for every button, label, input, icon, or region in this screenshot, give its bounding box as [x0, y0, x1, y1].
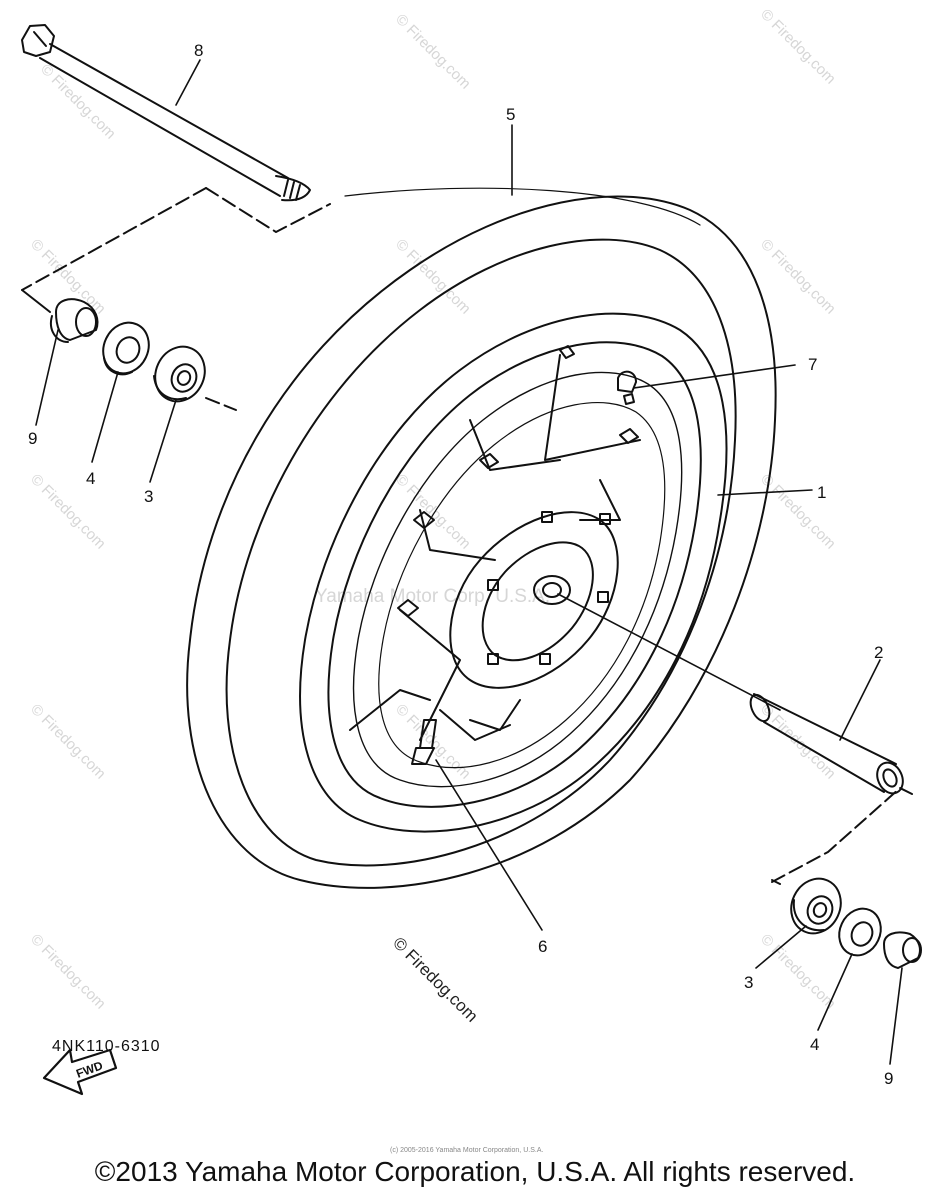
left-oil-seal-part [102, 321, 150, 376]
callout-5: 5 [506, 105, 515, 124]
callout-4-left: 4 [86, 469, 95, 488]
part-code: 4NK110-6310 [52, 1038, 161, 1055]
callout-6: 6 [538, 937, 547, 956]
leader-lines [35, 59, 903, 1065]
callout-2: 2 [874, 643, 883, 662]
callout-4-right: 4 [810, 1035, 819, 1054]
small-copyright: (c) 2005-2016 Yamaha Motor Corporation, … [390, 1147, 544, 1154]
hub [449, 511, 619, 689]
center-watermark: Yamaha Motor Corp. U.S.A. [315, 586, 550, 607]
firedog-watermark: © Firedog.com [27, 931, 109, 1013]
callout-3-right: 3 [744, 973, 753, 992]
tire-part [186, 187, 777, 889]
callout-9-left: 9 [28, 429, 37, 448]
axle-part [21, 24, 311, 202]
firedog-watermark: © Firedog.com [757, 6, 839, 88]
firedog-watermark: © Firedog.com [392, 471, 474, 553]
callout-7: 7 [808, 355, 817, 374]
callout-9-right: 9 [884, 1069, 893, 1088]
right-collar-part [883, 931, 922, 969]
callout-3-left: 3 [144, 487, 153, 506]
firedog-watermark: © Firedog.com [27, 471, 109, 553]
valve-part [411, 719, 437, 765]
callout-8: 8 [194, 41, 203, 60]
callout-1: 1 [817, 483, 826, 502]
left-bearing-part [153, 345, 206, 403]
right-bearing-part [790, 877, 842, 935]
copyright-notice: ©2013 Yamaha Motor Corporation, U.S.A. A… [94, 1156, 856, 1187]
watermark-layer: © Firedog.com © Firedog.com © Firedog.co… [27, 6, 839, 1013]
firedog-watermark: © Firedog.com [757, 931, 839, 1013]
alignment-line [21, 289, 51, 313]
left-collar-part [50, 298, 99, 343]
firedog-watermark: © Firedog.com [757, 236, 839, 318]
right-oil-seal-part [838, 907, 882, 957]
firedog-watermark: © Firedog.com [392, 236, 474, 318]
alignment-dashes [21, 187, 913, 885]
collar-part [749, 693, 904, 795]
cast-wheel-part [299, 312, 728, 833]
valve-cap-part [617, 370, 637, 405]
firedog-watermark: © Firedog.com [27, 701, 109, 783]
firedog-watermark-dark: © Firedog.com [389, 933, 481, 1025]
firedog-watermark: © Firedog.com [37, 61, 119, 143]
firedog-watermark: © Firedog.com [392, 11, 474, 93]
fwd-arrow-icon [42, 1048, 118, 1096]
